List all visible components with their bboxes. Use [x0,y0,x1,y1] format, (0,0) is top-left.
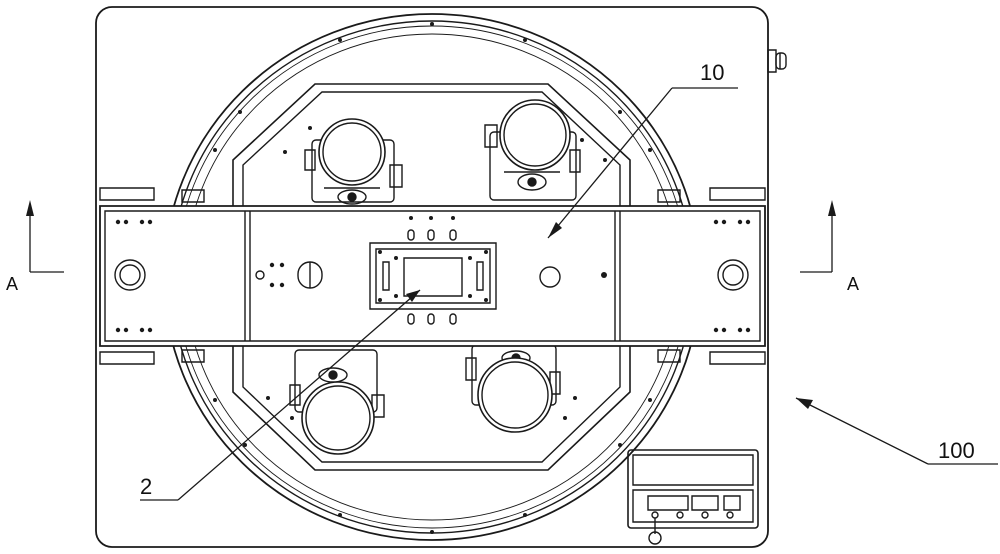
control-box [628,450,758,544]
caster-wheel-upper-left [305,119,402,204]
label-section-left: A [6,274,18,294]
crossbar-beam [100,188,765,364]
section-marker-left [26,200,64,272]
section-marker-right [800,200,836,272]
caster-wheel-lower-right [466,345,560,432]
section-arrow-left [26,200,34,216]
label-part-2: 2 [140,474,152,499]
section-arrow-right [828,200,836,216]
side-knob [768,50,786,72]
caster-wheel-lower-left [290,350,384,454]
arrowhead-100 [796,398,813,409]
label-part-10: 10 [700,60,724,85]
label-part-100: 100 [938,438,975,463]
label-section-right: A [847,274,859,294]
